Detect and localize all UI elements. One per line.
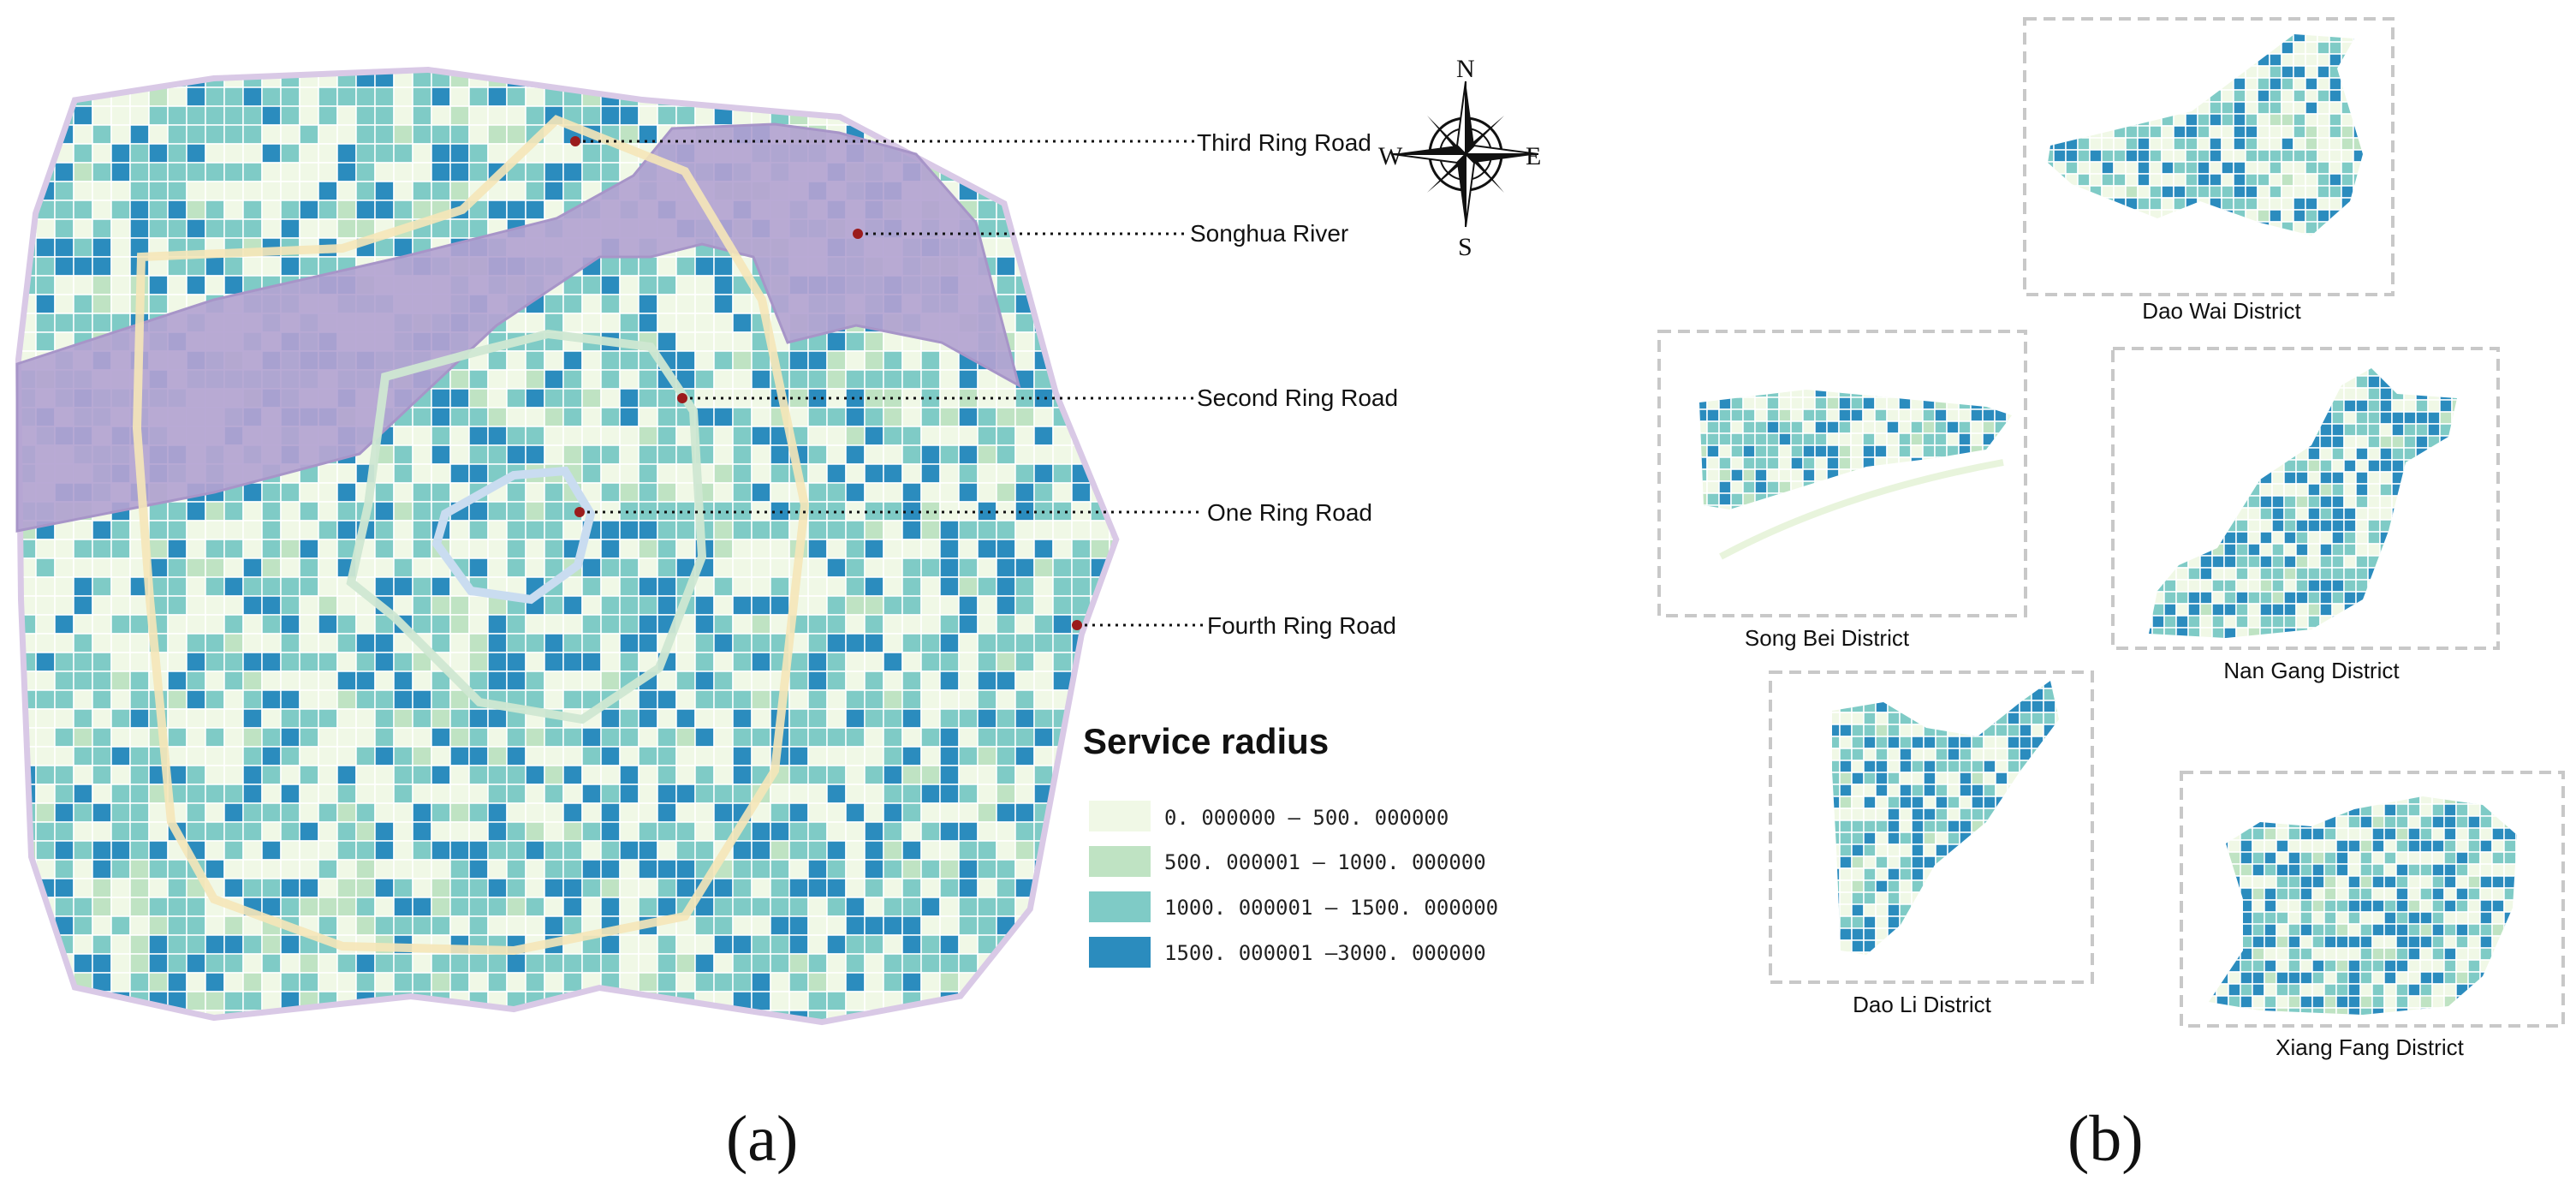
- one-ring-marker: [574, 507, 585, 517]
- label-fourth-ring-road: Fourth Ring Road: [1207, 612, 1396, 639]
- fourth-ring-marker: [1072, 620, 1082, 630]
- compass-rose-icon: N S E W: [1378, 55, 1541, 261]
- label-dao-li: Dao Li District: [1853, 992, 1992, 1017]
- map-b: Dao Wai District Song Bei District Nan G…: [1657, 17, 2565, 1175]
- legend-label-4: 1500. 000001 —3000. 000000: [1164, 941, 1486, 965]
- label-xiang-fang: Xiang Fang District: [2276, 1034, 2464, 1060]
- legend-swatch-2: [1089, 846, 1151, 877]
- legend-swatch-3: [1089, 891, 1151, 922]
- one-ring-road: [431, 466, 596, 605]
- legend-label-1: 0. 000000 — 500. 000000: [1164, 806, 1449, 830]
- compass-w: W: [1378, 142, 1403, 170]
- songhua-river: [15, 122, 1021, 533]
- fourth-ring-road: [132, 115, 810, 956]
- label-one-ring-road: One Ring Road: [1207, 499, 1372, 526]
- second-ring-marker: [677, 393, 687, 403]
- legend: Service radius 0. 000000 — 500. 000000 5…: [1083, 721, 1498, 968]
- legend-title: Service radius: [1083, 721, 1329, 761]
- annotation-lines: [570, 136, 1203, 630]
- label-dao-wai: Dao Wai District: [2142, 298, 2301, 324]
- legend-label-2: 500. 000001 — 1000. 000000: [1164, 850, 1486, 874]
- legend-label-3: 1000. 000001 — 1500. 000000: [1164, 896, 1498, 920]
- caption-a: (a): [726, 1103, 798, 1175]
- district-nan-gang: [2149, 368, 2457, 638]
- third-ring-marker: [570, 136, 580, 146]
- district-xiang-fang: [2209, 796, 2517, 1015]
- label-song-bei: Song Bei District: [1745, 625, 1910, 651]
- district-dao-li: [1832, 681, 2059, 955]
- frame-nan-gang: [2111, 347, 2500, 650]
- songhua-marker: [853, 229, 863, 239]
- frame-song-bei: [1657, 330, 2027, 617]
- compass-e: E: [1526, 142, 1541, 170]
- caption-b: (b): [2067, 1103, 2144, 1175]
- label-third-ring-road: Third Ring Road: [1197, 129, 1371, 156]
- compass-n: N: [1456, 55, 1475, 83]
- frame-dao-li: [1769, 670, 2094, 984]
- label-songhua-river: Songhua River: [1190, 220, 1348, 247]
- second-ring-road: [346, 329, 707, 724]
- district-dao-wai: [2048, 34, 2363, 235]
- map-a: Third Ring Road Songhua River Second Rin…: [15, 55, 1541, 1175]
- frame-dao-wai: [2023, 17, 2395, 296]
- label-nan-gang: Nan Gang District: [2223, 658, 2400, 683]
- frame-xiang-fang: [2180, 771, 2565, 1028]
- song-bei-river-edge: [1719, 459, 2004, 560]
- legend-swatch-4: [1089, 937, 1151, 968]
- compass-s: S: [1458, 233, 1472, 261]
- legend-swatch-1: [1089, 801, 1151, 831]
- label-second-ring-road: Second Ring Road: [1197, 384, 1398, 411]
